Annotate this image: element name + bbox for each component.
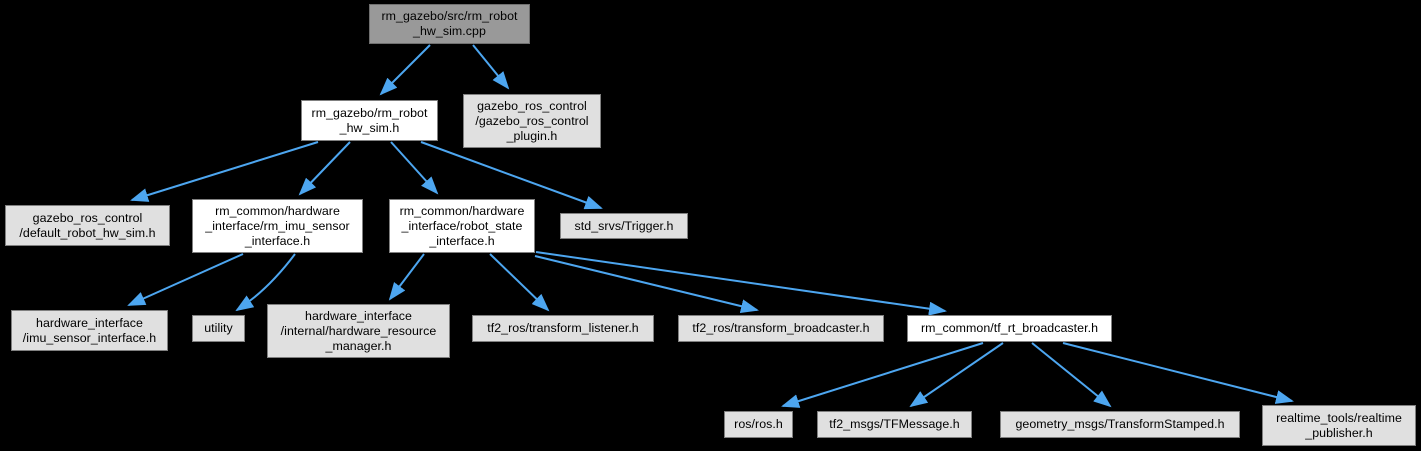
edge-rm_imu_sensor_interface_h-to-utility [235, 253, 296, 312]
node-label-transform_listener_h: tf2_ros/transform_listener.h [487, 321, 639, 335]
node-root[interactable]: rm_gazebo/src/rm_robot _hw_sim.cpp [369, 4, 530, 44]
node-label-tf2_msgs_tfmessage_h: tf2_msgs/TFMessage.h [829, 417, 960, 431]
node-label-rm_imu_sensor_interface_h: rm_common/hardware _interface/rm_imu_sen… [205, 203, 350, 248]
node-rm_imu_sensor_interface_h[interactable]: rm_common/hardware _interface/rm_imu_sen… [192, 199, 363, 253]
edge-tf_rt_broadcaster_h-to-ros_ros_h [781, 342, 984, 408]
node-label-rm_robot_hw_sim_h: rm_gazebo/rm_robot _hw_sim.h [311, 105, 428, 135]
node-imu_sensor_interface_h[interactable]: hardware_interface /imu_sensor_interface… [11, 310, 168, 351]
node-label-robot_state_interface_h: rm_common/hardware _interface/robot_stat… [399, 203, 525, 248]
node-transform_broadcaster_h[interactable]: tf2_ros/transform_broadcaster.h [678, 315, 884, 342]
edge-tf_rt_broadcaster_h-to-realtime_publisher_h [1062, 342, 1294, 404]
edge-robot_state_interface_h-to-hardware_resource_manager_h [388, 253, 425, 301]
node-label-gazebo_ros_control_plugin_h: gazebo_ros_control /gazebo_ros_control _… [475, 98, 589, 143]
node-label-transform_broadcaster_h: tf2_ros/transform_broadcaster.h [692, 321, 870, 335]
edge-tf_rt_broadcaster_h-to-geometry_msgs_transformstamped_h [1031, 342, 1112, 408]
node-label-utility: utility [204, 321, 233, 335]
edge-robot_state_interface_h-to-transform_listener_h [489, 253, 550, 312]
edge-rm_robot_hw_sim_h-to-default_robot_hw_sim_h [130, 141, 319, 202]
edge-root-to-gazebo_ros_control_plugin_h [472, 44, 510, 90]
node-label-tf_rt_broadcaster_h: rm_common/tf_rt_broadcaster.h [920, 321, 1099, 335]
node-realtime_publisher_h[interactable]: realtime_tools/realtime _publisher.h [1262, 405, 1416, 446]
node-gazebo_ros_control_plugin_h[interactable]: gazebo_ros_control /gazebo_ros_control _… [463, 94, 601, 148]
edge-robot_state_interface_h-to-tf_rt_broadcaster_h [535, 251, 947, 316]
edge-robot_state_interface_h-to-transform_broadcaster_h [534, 255, 759, 314]
node-label-realtime_publisher_h: realtime_tools/realtime _publisher.h [1276, 410, 1402, 440]
node-label-ros_ros_h: ros/ros.h [734, 417, 783, 431]
edge-tf_rt_broadcaster_h-to-tf2_msgs_tfmessage_h [909, 342, 1004, 408]
node-label-std_srvs_trigger_h: std_srvs/Trigger.h [574, 218, 674, 233]
node-label-geometry_msgs_transformstamped_h: geometry_msgs/TransformStamped.h [1015, 417, 1225, 431]
edge-rm_robot_hw_sim_h-to-rm_imu_sensor_interface_h [298, 141, 351, 196]
node-hardware_resource_manager_h[interactable]: hardware_interface /internal/hardware_re… [267, 304, 450, 358]
node-tf_rt_broadcaster_h[interactable]: rm_common/tf_rt_broadcaster.h [907, 315, 1112, 342]
node-label-default_robot_hw_sim_h: gazebo_ros_control /default_robot_hw_sim… [19, 210, 156, 240]
node-label-root: rm_gazebo/src/rm_robot _hw_sim.cpp [381, 9, 518, 38]
edge-rm_imu_sensor_interface_h-to-imu_sensor_interface_h [127, 253, 244, 306]
edge-rm_robot_hw_sim_h-to-robot_state_interface_h [390, 141, 439, 195]
node-label-hardware_resource_manager_h: hardware_interface /internal/hardware_re… [280, 308, 437, 353]
node-utility[interactable]: utility [192, 315, 245, 342]
node-transform_listener_h[interactable]: tf2_ros/transform_listener.h [472, 315, 654, 342]
node-std_srvs_trigger_h[interactable]: std_srvs/Trigger.h [560, 213, 688, 239]
node-robot_state_interface_h[interactable]: rm_common/hardware _interface/robot_stat… [389, 199, 535, 253]
node-default_robot_hw_sim_h[interactable]: gazebo_ros_control /default_robot_hw_sim… [5, 205, 170, 246]
edge-root-to-rm_robot_hw_sim_h [379, 44, 431, 96]
node-rm_robot_hw_sim_h[interactable]: rm_gazebo/rm_robot _hw_sim.h [301, 100, 438, 141]
node-ros_ros_h[interactable]: ros/ros.h [724, 411, 793, 438]
node-geometry_msgs_transformstamped_h[interactable]: geometry_msgs/TransformStamped.h [1000, 411, 1240, 438]
node-tf2_msgs_tfmessage_h[interactable]: tf2_msgs/TFMessage.h [817, 411, 972, 438]
node-label-imu_sensor_interface_h: hardware_interface /imu_sensor_interface… [22, 315, 157, 345]
